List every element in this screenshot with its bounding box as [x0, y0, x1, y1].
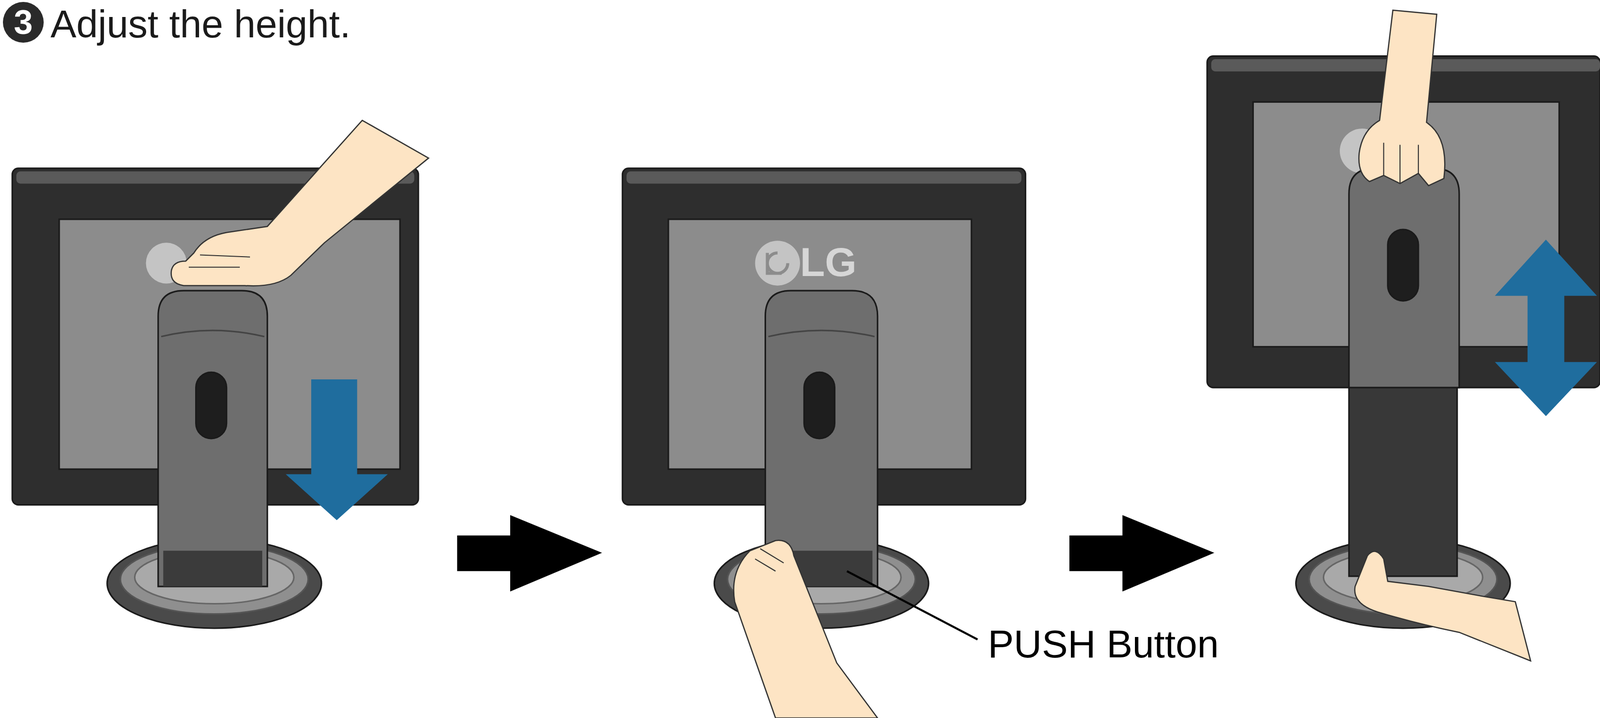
callout-label: PUSH Button: [987, 623, 1219, 667]
step-arrow: [457, 515, 602, 593]
monitor-lowering: [12, 120, 429, 629]
step-title: Adjust the height.: [50, 2, 351, 46]
step-arrow: [1069, 515, 1215, 593]
monitor-push-button: [622, 168, 1026, 718]
logo-text: LG: [800, 239, 857, 285]
monitor-raised: [1207, 10, 1600, 662]
step-number: 3: [2, 1, 44, 43]
